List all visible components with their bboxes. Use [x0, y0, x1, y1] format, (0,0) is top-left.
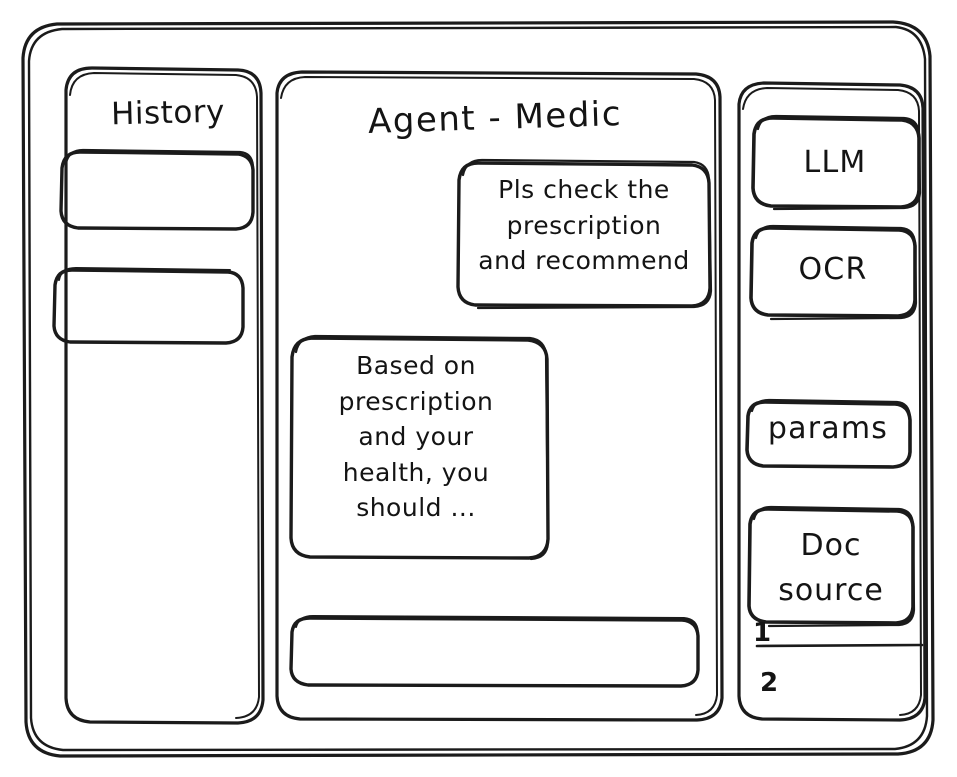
doc-source-button-label: Doc source: [778, 528, 884, 608]
assistant-message-text: Based on prescription and your health, y…: [338, 351, 494, 522]
assistant-message-bubble: [291, 336, 548, 559]
history-item-2[interactable]: [54, 268, 243, 343]
doc-source-item-1[interactable]: 1: [753, 618, 772, 648]
user-message-text: Pls check the prescription and recommend: [478, 175, 690, 275]
history-item-1[interactable]: [61, 150, 253, 229]
llm-button-label: LLM: [803, 145, 867, 180]
doc-source-item-2[interactable]: 2: [760, 668, 779, 698]
user-message-bubble: [458, 160, 711, 308]
params-button-label: params: [767, 411, 889, 446]
message-input[interactable]: [291, 616, 698, 686]
ocr-button-label: OCR: [798, 252, 868, 287]
params-button[interactable]: [747, 400, 911, 467]
doc-source-button[interactable]: [749, 507, 914, 626]
ocr-button[interactable]: [751, 226, 916, 319]
llm-button[interactable]: [753, 116, 920, 209]
